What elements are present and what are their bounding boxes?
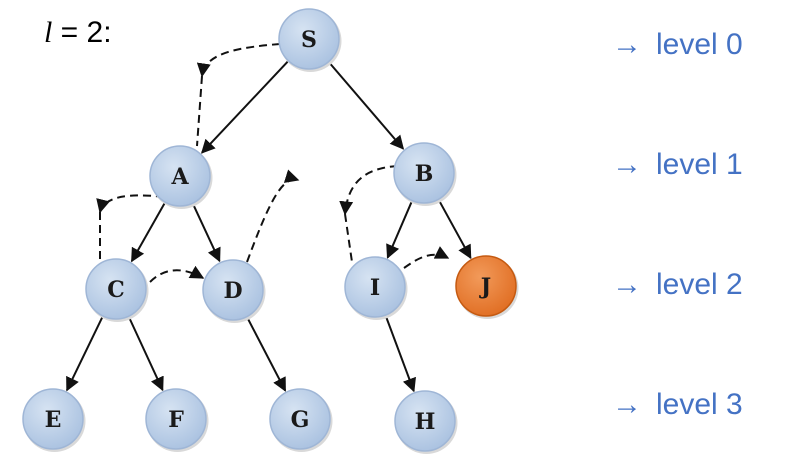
node-F: F	[145, 388, 209, 452]
node-J: J	[455, 255, 519, 319]
level-0-text: level 0	[656, 28, 743, 61]
node-circle	[344, 256, 406, 318]
search-arrow-S-A	[196, 43, 281, 78]
node-circle	[85, 258, 147, 320]
node-E: E	[22, 388, 86, 452]
edge-B-J	[437, 198, 472, 260]
search-arrow-D-B	[246, 169, 300, 263]
node-circle	[269, 388, 331, 450]
tree-edges	[66, 60, 472, 393]
search-arrow-tail-B-I	[344, 213, 353, 263]
depth-limit-variable: l	[44, 16, 53, 49]
search-arrow-I-J	[403, 246, 450, 269]
level-label-0: → level 0	[612, 28, 743, 62]
node-circle	[149, 145, 211, 207]
edge-S-A	[200, 60, 290, 154]
edge-A-C	[130, 201, 167, 263]
level-1-text: level 1	[656, 148, 743, 181]
depth-limit-heading: l = 2:	[44, 16, 112, 50]
level-label-2: → level 2	[612, 268, 743, 302]
search-arrow-A-C	[96, 194, 165, 214]
depth-limit-value: = 2:	[52, 16, 112, 49]
node-label: A	[170, 164, 189, 190]
node-H: H	[394, 390, 458, 454]
right-arrow-icon: →	[612, 388, 642, 421]
search-arrow-tail-S-A	[196, 75, 203, 147]
search-path-arrows	[96, 43, 450, 283]
node-circle	[278, 8, 340, 70]
node-label: G	[291, 407, 310, 433]
right-arrow-icon: →	[612, 28, 642, 61]
edge-C-E	[66, 315, 104, 392]
node-circle	[394, 390, 456, 452]
right-arrow-icon: →	[612, 268, 642, 301]
node-label: S	[301, 27, 317, 53]
node-I: I	[344, 256, 408, 320]
node-label: I	[370, 275, 380, 301]
edge-B-I	[386, 200, 414, 259]
node-label: J	[479, 274, 491, 300]
level-label-1: → level 1	[612, 148, 743, 182]
level-2-text: level 2	[656, 268, 743, 301]
node-B: B	[393, 142, 457, 206]
node-label: D	[223, 278, 242, 304]
node-label: E	[45, 407, 62, 433]
node-D: D	[202, 259, 266, 323]
level-label-3: → level 3	[612, 388, 743, 422]
node-C: C	[85, 258, 149, 322]
edge-C-F	[127, 315, 164, 392]
edge-I-H	[384, 314, 416, 393]
edge-D-G	[245, 316, 287, 392]
level-3-text: level 3	[656, 388, 743, 421]
node-label: C	[107, 277, 125, 303]
node-label: B	[415, 161, 434, 187]
tree-nodes: S A B C D I J E F G H	[22, 8, 519, 454]
node-A: A	[149, 145, 213, 209]
node-circle	[145, 388, 207, 450]
edge-A-D	[191, 202, 221, 263]
node-G: G	[269, 388, 333, 452]
node-S: S	[278, 8, 342, 72]
search-arrow-B-I	[339, 165, 399, 216]
node-label: H	[415, 409, 436, 435]
right-arrow-icon: →	[612, 148, 642, 181]
node-circle	[455, 255, 517, 317]
search-arrow-C-D	[149, 265, 205, 283]
node-label: F	[168, 407, 184, 433]
node-circle	[393, 142, 455, 204]
node-circle	[202, 259, 264, 321]
node-circle	[22, 388, 84, 450]
edge-S-B	[327, 61, 405, 150]
